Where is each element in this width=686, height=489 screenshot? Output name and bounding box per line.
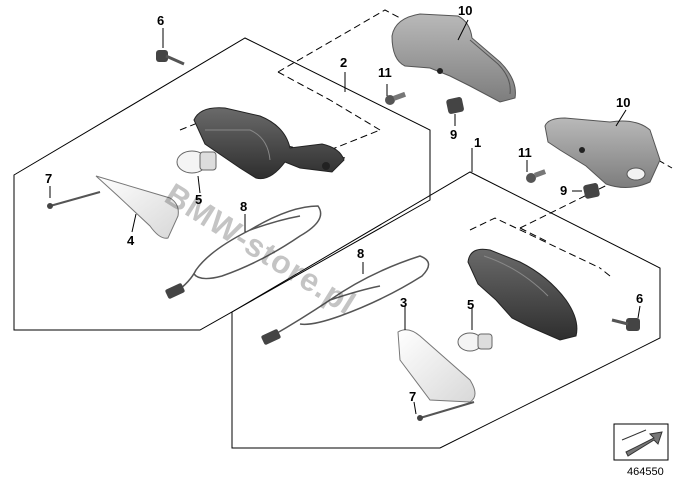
callout-11-lower: 11 [518,145,532,160]
cover-part-10-lower [544,117,661,188]
screw-part-6-lower [611,318,640,331]
leader-lines [49,19,641,415]
lens-part-4 [95,175,179,239]
callout-10-lower: 10 [616,95,631,110]
lens-part-3 [397,329,476,403]
bulb-part-5-lower [457,332,493,352]
screw-part-11-upper [385,91,406,105]
cable-part-8-upper [175,205,322,293]
callout-6-upper: 6 [157,13,165,28]
callout-4: 4 [127,233,135,248]
connector-part-8-lower [261,329,281,345]
callout-1: 1 [474,135,482,150]
screw-part-11-lower [526,169,547,183]
callout-9-upper: 9 [450,127,458,142]
orientation-arrow-icon [613,423,669,461]
connector-part-8-upper [165,283,185,299]
cable-part-8-lower [271,255,430,337]
housing-upper [193,107,345,180]
screw-part-7-lower [417,401,475,421]
screw-part-6-upper [156,50,185,66]
housing-lower [467,248,578,341]
callout-5-lower: 5 [467,297,475,312]
guide-lines-lower [469,159,673,277]
callout-7-lower: 7 [409,389,417,404]
nut-part-9-upper [446,97,464,114]
callout-2: 2 [340,55,348,70]
assembly-2-outline [13,37,431,331]
callout-11-upper: 11 [378,65,392,80]
bulb-part-5-upper [176,150,217,174]
callout-6-lower: 6 [636,291,644,306]
callout-9-lower: 9 [560,183,568,198]
callout-3: 3 [400,295,408,310]
callout-7-upper: 7 [45,171,53,186]
assembly-1-outline [231,171,661,449]
diagram-id: 464550 [627,466,664,478]
nut-part-9-lower [583,183,600,199]
callout-10-upper: 10 [458,3,473,18]
callout-5-upper: 5 [195,192,203,207]
cover-part-10-upper [391,13,516,103]
callout-8-upper: 8 [240,199,248,214]
callout-8-lower: 8 [357,246,365,261]
screw-part-7-upper [47,191,101,209]
